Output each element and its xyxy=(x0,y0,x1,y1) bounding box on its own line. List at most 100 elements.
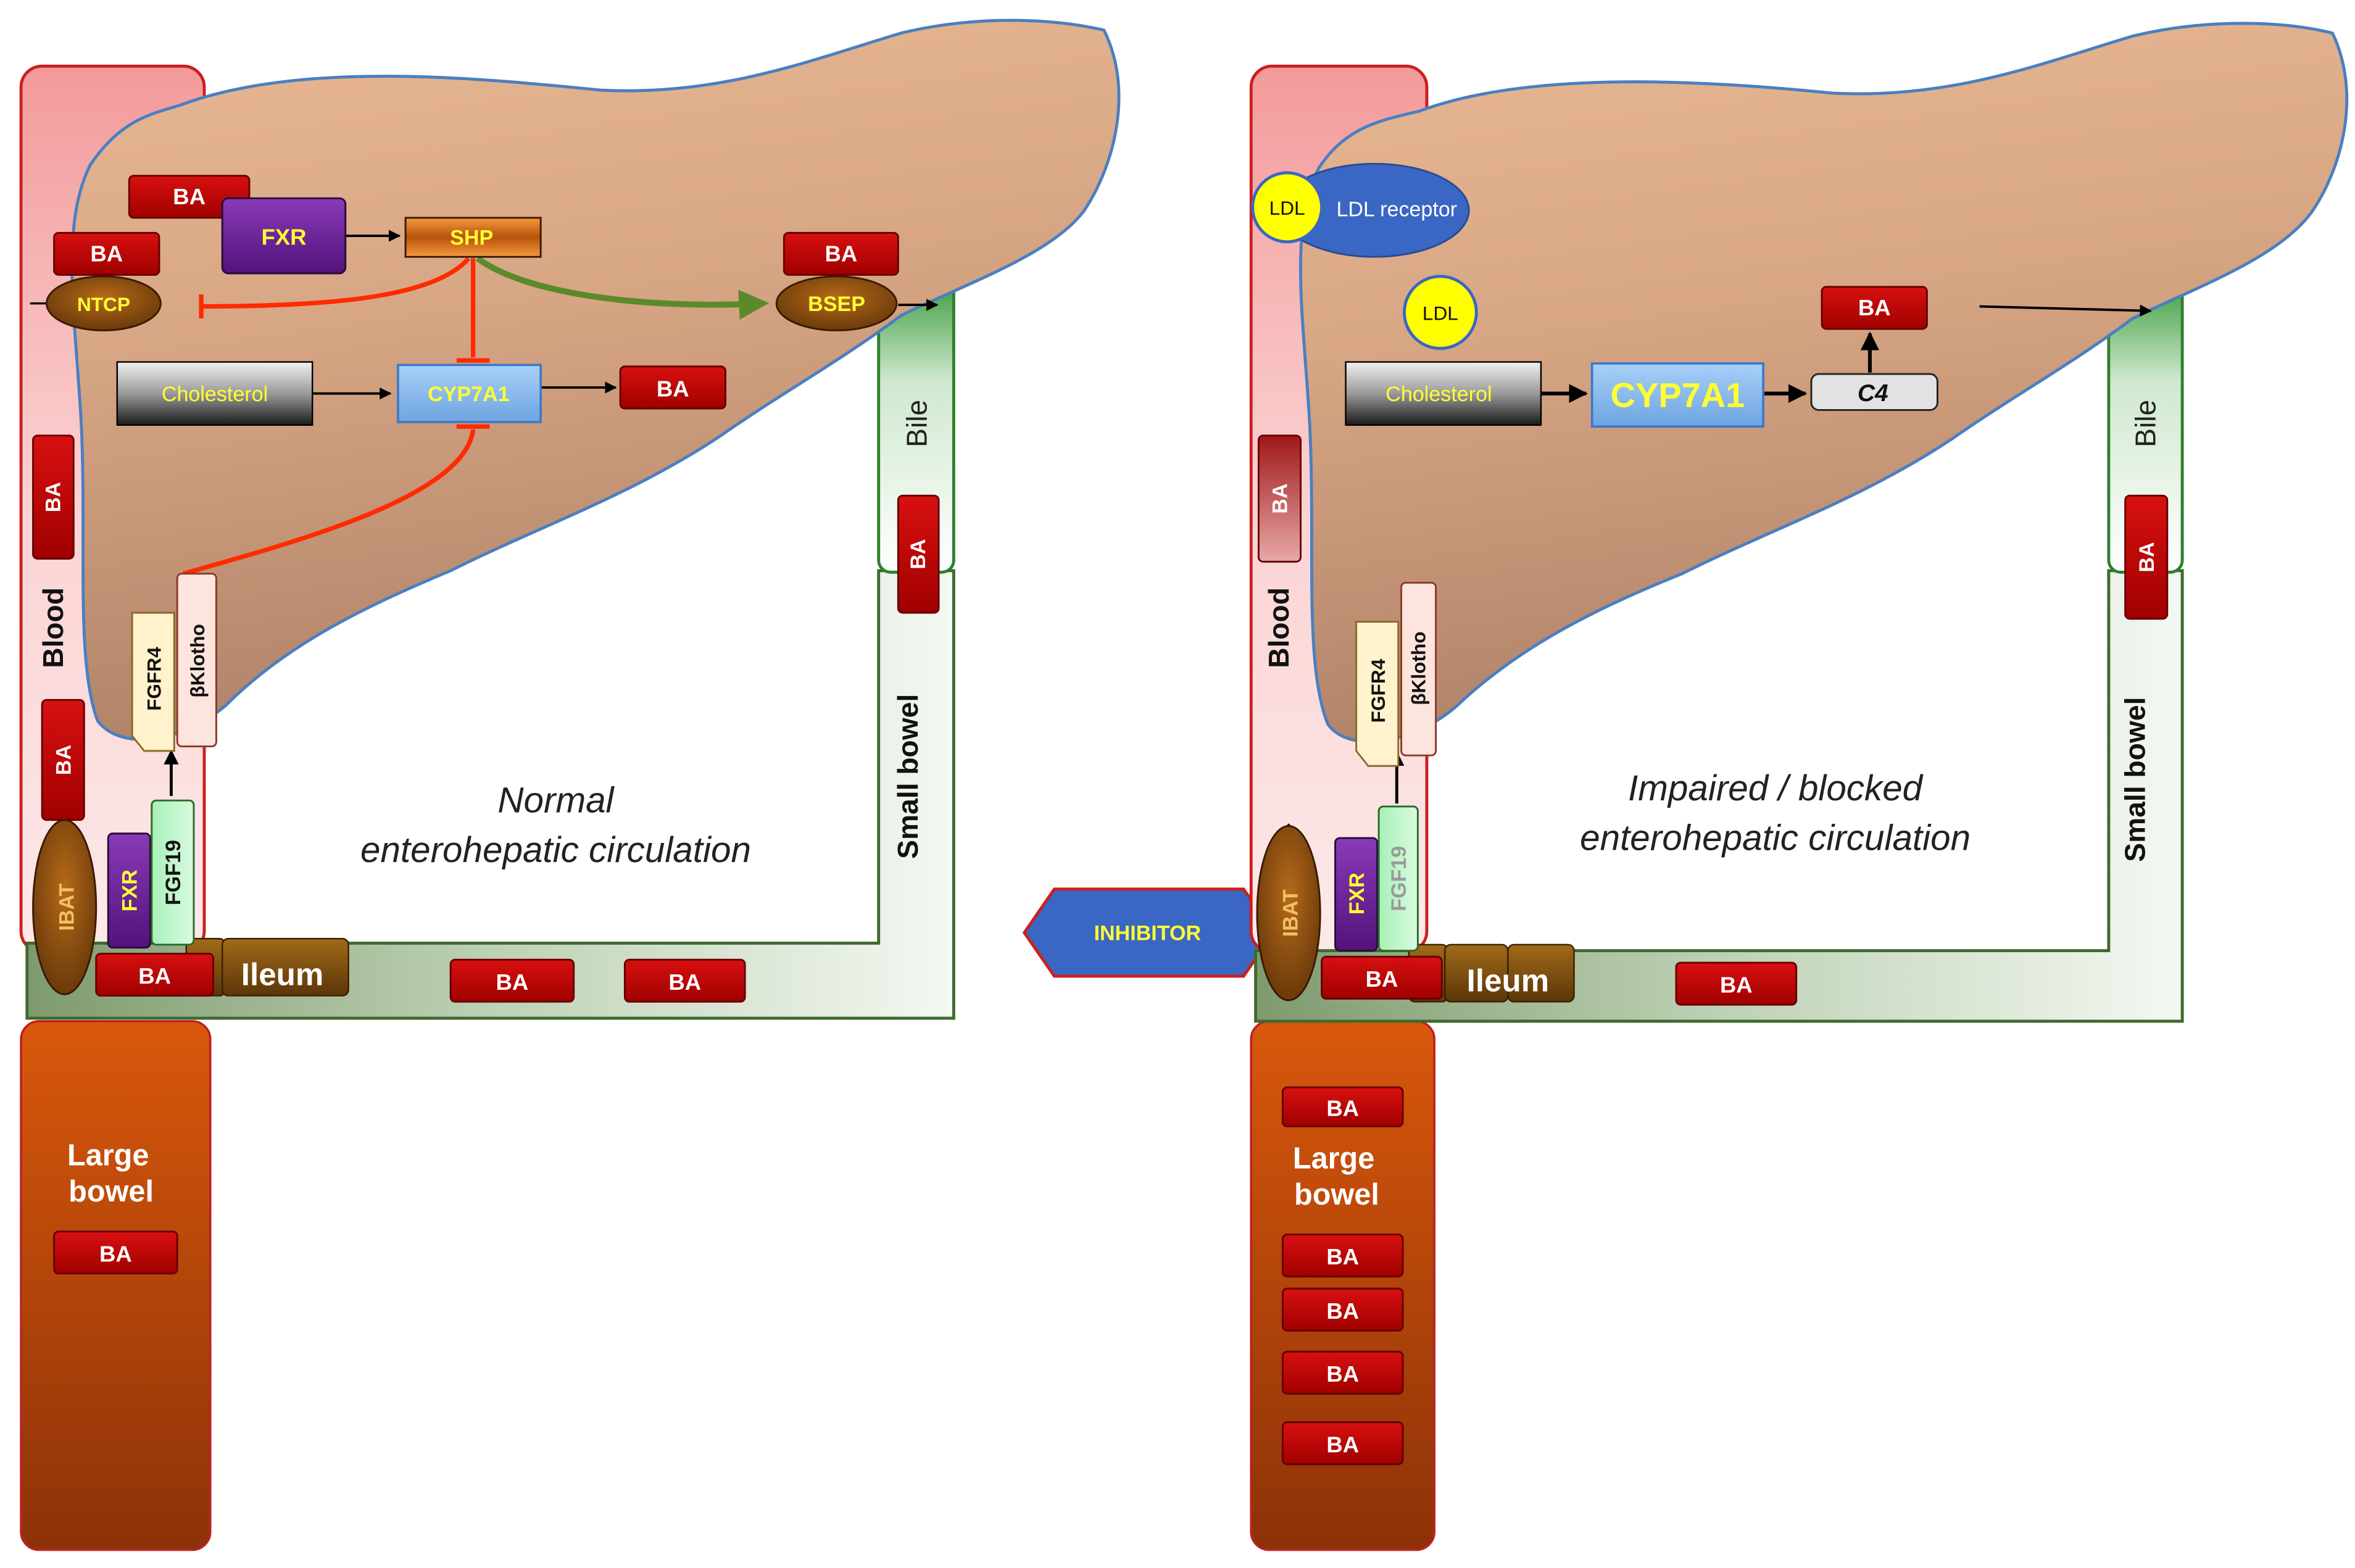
label-large-bowel-2: bowel xyxy=(69,1175,154,1208)
fxr-liver: FXR xyxy=(221,197,347,275)
svg-text:BA: BA xyxy=(52,745,75,775)
svg-text:BA: BA xyxy=(1326,1432,1359,1457)
inhibit-shp-ntcp xyxy=(201,257,471,309)
arrow-to-bile xyxy=(1979,304,2152,317)
svg-text:FXR: FXR xyxy=(118,869,141,911)
ba-box: BA xyxy=(1281,1234,1404,1278)
svg-text:Ileum: Ileum xyxy=(241,957,323,992)
svg-text:βKlotho: βKlotho xyxy=(1408,631,1430,705)
caption-impaired-line2: enterohepatic circulation xyxy=(1580,818,1971,858)
svg-text:BA: BA xyxy=(668,969,701,995)
ibat-transporter-blocked: IBAT xyxy=(1256,825,1321,1002)
fxr-ileum: FXR xyxy=(1334,837,1379,952)
svg-text:BA: BA xyxy=(1269,483,1292,513)
cholesterol-box: Cholesterol xyxy=(1345,361,1542,426)
panel-impaired: LDL receptor LDL LDL Cholesterol CYP7A1 … xyxy=(1249,22,2349,1551)
fxr-ileum: FXR xyxy=(107,832,151,949)
ba-box: BA xyxy=(128,175,251,219)
ba-box: BA xyxy=(1821,286,1928,330)
fgfr4-receptor: FGFR4 xyxy=(1355,621,1400,767)
svg-text:BA: BA xyxy=(824,241,857,267)
caption-impaired-line1: Impaired / blocked xyxy=(1628,768,1924,808)
svg-text:LDL receptor: LDL receptor xyxy=(1336,198,1457,222)
ba-box: BA xyxy=(53,1230,178,1275)
ba-box-vertical: BA xyxy=(2124,494,2169,620)
svg-text:BA: BA xyxy=(173,184,206,209)
svg-text:βKlotho: βKlotho xyxy=(186,624,209,697)
ntcp-transporter: NTCP xyxy=(45,275,162,331)
svg-text:BA: BA xyxy=(657,376,689,402)
fgfr4-receptor: FGFR4 xyxy=(131,612,175,752)
ba-box: BA xyxy=(1281,1086,1404,1127)
svg-text:BA: BA xyxy=(1366,966,1398,992)
svg-text:LDL: LDL xyxy=(1423,302,1458,324)
ba-box: BA xyxy=(619,365,726,410)
svg-text:FXR: FXR xyxy=(1345,873,1369,915)
ldl-particle: LDL xyxy=(1251,171,1324,244)
cyp7a1-box: CYP7A1 xyxy=(397,363,542,423)
svg-text:FGF19: FGF19 xyxy=(1387,846,1411,911)
svg-text:BA: BA xyxy=(2135,542,2159,572)
svg-text:IBAT: IBAT xyxy=(1279,889,1303,937)
caption-normal-line1: Normal xyxy=(497,781,615,821)
label-small-bowel: Small bowel xyxy=(2119,697,2151,862)
shp: SHP xyxy=(404,217,542,258)
svg-text:BA: BA xyxy=(1720,973,1753,998)
svg-text:BSEP: BSEP xyxy=(808,292,865,316)
panel-normal: BA BA BA BA BA BA BA FXR SHP NTCP BSEP C… xyxy=(19,19,1121,1551)
svg-text:INHIBITOR: INHIBITOR xyxy=(1094,922,1201,945)
label-large-bowel: Large xyxy=(67,1139,149,1172)
ba-box-vertical: BA xyxy=(41,699,85,821)
ba-box: BA xyxy=(449,958,575,1003)
label-large-bowel: Large xyxy=(1293,1142,1375,1175)
bsep-transporter: BSEP xyxy=(775,275,898,331)
cholesterol-box: Cholesterol xyxy=(116,361,314,426)
svg-text:LDL: LDL xyxy=(1269,197,1305,219)
svg-text:FGFR4: FGFR4 xyxy=(1367,658,1389,723)
svg-text:BA: BA xyxy=(99,1241,132,1266)
ba-box: BA xyxy=(1281,1350,1404,1395)
svg-text:BA: BA xyxy=(1326,1361,1359,1387)
svg-text:BA: BA xyxy=(907,539,930,569)
svg-text:Cholesterol: Cholesterol xyxy=(162,383,268,406)
c4-box: C4 xyxy=(1810,373,1938,411)
ileum-segment: Ileum xyxy=(1408,944,1575,1003)
bklotho-coreceptor: βKlotho xyxy=(1400,581,1437,757)
label-bile: Bile xyxy=(901,400,933,447)
label-bile: Bile xyxy=(2129,400,2161,447)
ba-box: BA xyxy=(1281,1287,1404,1332)
ba-box: BA xyxy=(95,952,215,997)
ba-box-vertical-faded: BA xyxy=(1257,434,1302,563)
ldl-particle: LDL xyxy=(1403,275,1478,351)
svg-text:BA: BA xyxy=(138,963,171,989)
svg-text:FXR: FXR xyxy=(261,225,306,250)
ibat-transporter: IBAT xyxy=(32,819,98,995)
ldl-receptor: LDL receptor xyxy=(1279,162,1470,258)
ba-box: BA xyxy=(783,231,899,276)
ba-box: BA xyxy=(1675,961,1798,1006)
label-large-bowel-2: bowel xyxy=(1294,1178,1379,1211)
svg-text:SHP: SHP xyxy=(450,226,493,250)
svg-text:NTCP: NTCP xyxy=(77,293,130,315)
svg-text:BA: BA xyxy=(1326,1095,1359,1121)
large-bowel xyxy=(20,1020,212,1551)
svg-text:FGFR4: FGFR4 xyxy=(143,647,165,711)
svg-text:IBAT: IBAT xyxy=(55,883,78,931)
svg-text:CYP7A1: CYP7A1 xyxy=(428,383,510,406)
ba-box: BA xyxy=(53,231,160,276)
label-small-bowel: Small bowel xyxy=(892,694,924,859)
svg-text:BA: BA xyxy=(90,241,123,267)
ba-box-vertical: BA xyxy=(32,434,75,560)
svg-text:FGF19: FGF19 xyxy=(162,840,185,905)
ba-box: BA xyxy=(1321,955,1443,1000)
svg-text:BA: BA xyxy=(1858,295,1891,320)
fgf19-hormone: FGF19 xyxy=(151,799,195,946)
svg-text:BA: BA xyxy=(1326,1298,1359,1324)
svg-text:BA: BA xyxy=(496,969,529,995)
inhibitor-drug: INHIBITOR xyxy=(1022,887,1276,978)
ba-box-vertical: BA xyxy=(897,494,940,614)
label-blood: Blood xyxy=(1263,587,1295,668)
activate-shp-bsep xyxy=(475,255,770,320)
caption-normal-line2: enterohepatic circulation xyxy=(360,830,751,870)
